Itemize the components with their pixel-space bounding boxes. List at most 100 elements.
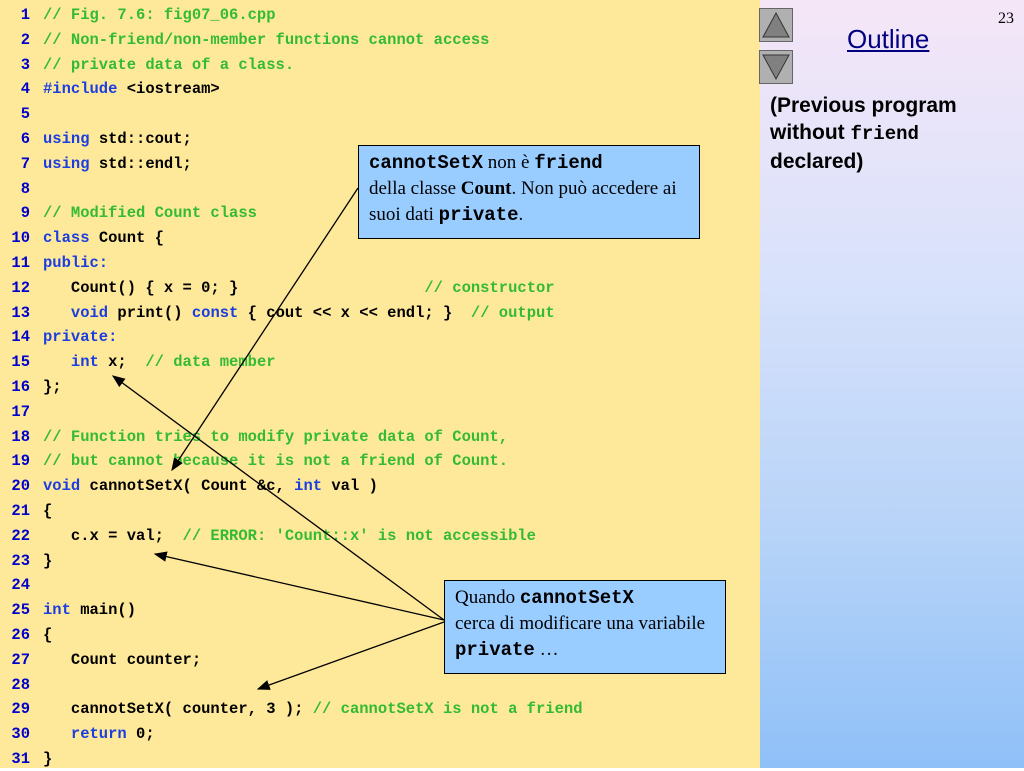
line-number: 4: [20, 80, 30, 99]
code-text: Count counter;: [43, 648, 201, 672]
code-token: {: [43, 502, 53, 520]
code-token: // constructor: [424, 278, 555, 297]
code-token: }: [43, 551, 53, 570]
line-number: 13: [11, 303, 30, 322]
line-number: 17: [11, 402, 30, 421]
line-number: 9: [20, 204, 30, 223]
callout-cannotsetx-not-friend: cannotSetX non è friend della classe Cou…: [358, 145, 700, 239]
code-text: int x; // data member: [43, 350, 276, 374]
code-text: cannotSetX( counter, 3 ); // cannotSetX …: [43, 697, 583, 721]
line-number: 15: [11, 353, 30, 372]
callout1-bold-count: Count: [460, 178, 512, 199]
code-token: cannotSetX( Count &c,: [80, 477, 295, 496]
code-token: // but cannot because it is not a friend…: [43, 452, 509, 471]
code-token: {: [43, 626, 53, 644]
callout2-text-2: cerca di modificare una variabile: [455, 613, 706, 634]
code-text: // Fig. 7.6: fig07_06.cpp: [43, 3, 276, 27]
triangle-down-icon: [762, 54, 790, 81]
previous-slide-button[interactable]: [759, 8, 793, 42]
line-number: 25: [11, 601, 30, 620]
line-number: 11: [11, 254, 30, 272]
code-token: class: [43, 229, 90, 248]
callout-cannotsetx-modify-private: Quando cannotSetX cerca di modificare un…: [444, 580, 726, 674]
callout1-code-cannotsetx: cannotSetX: [369, 152, 484, 174]
code-text: // Non-friend/non-member functions canno…: [43, 28, 489, 52]
next-slide-button[interactable]: [759, 50, 793, 84]
code-text: public:: [43, 251, 108, 275]
code-token: return: [70, 725, 127, 744]
code-token: <iostream>: [117, 80, 220, 99]
code-token: Count counter;: [43, 650, 202, 669]
code-text: Count() { x = 0; } // constructor: [43, 276, 555, 300]
callout1-text-2: della classe: [369, 178, 461, 199]
line-number: 6: [20, 130, 30, 148]
code-text: void cannotSetX( Count &c, int val ): [43, 474, 378, 498]
code-text: {: [43, 623, 52, 647]
code-text: using std::endl;: [43, 152, 192, 176]
callout2-code-private: private: [455, 639, 535, 661]
code-token: int: [70, 353, 99, 372]
code-token: { cout << x << endl; }: [238, 303, 471, 322]
code-text: #include <iostream>: [43, 77, 220, 101]
code-token: 0;: [126, 725, 155, 744]
line-number: 14: [11, 328, 30, 347]
callout2-text-3: …: [534, 639, 559, 660]
code-token: int: [294, 477, 323, 496]
code-token: };: [43, 378, 62, 396]
code-token: #include: [43, 80, 118, 99]
line-number: 26: [11, 626, 30, 644]
code-token: [43, 304, 71, 322]
code-text: }: [43, 549, 52, 573]
code-token: std::endl;: [89, 154, 192, 173]
code-text: using std::cout;: [43, 127, 192, 151]
line-number: 1: [20, 6, 30, 24]
line-number: 19: [11, 452, 30, 471]
code-token: using: [43, 130, 90, 148]
code-token: void: [43, 477, 81, 496]
code-token: // private data of a class.: [43, 55, 295, 74]
code-token: std::cout;: [89, 130, 192, 148]
code-text: void print() const { cout << x << endl; …: [43, 301, 555, 325]
code-token: }: [43, 750, 53, 768]
code-token: cannotSetX( counter, 3 );: [43, 700, 313, 719]
code-text: // private data of a class.: [43, 53, 294, 77]
outline-panel: [760, 0, 1024, 768]
slide-number: 23: [998, 10, 1014, 27]
line-number: 7: [20, 154, 30, 173]
callout1-text-1: non è: [483, 152, 535, 173]
code-token: Count() { x = 0; }: [43, 278, 425, 297]
line-number: 8: [20, 179, 30, 198]
code-token: const: [191, 303, 239, 322]
callout1-text-4: .: [518, 204, 524, 225]
code-token: // Non-friend/non-member functions canno…: [43, 30, 490, 49]
code-token: // output: [470, 303, 555, 322]
code-text: // Modified Count class: [43, 201, 257, 225]
code-token: void: [70, 303, 109, 322]
code-text: c.x = val; // ERROR: 'Count::x' is not a…: [43, 524, 536, 548]
code-text: int main(): [43, 598, 136, 622]
outline-link[interactable]: Outline: [847, 24, 930, 54]
line-number: 10: [11, 229, 30, 248]
code-token: Count {: [89, 229, 164, 248]
line-number: 5: [20, 105, 30, 124]
code-token: main(): [70, 601, 137, 620]
code-text: class Count {: [43, 226, 164, 250]
line-number: 12: [11, 278, 30, 297]
callout2-text-1: Quando: [455, 587, 520, 608]
code-text: // Function tries to modify private data…: [43, 425, 508, 449]
code-token: // Modified Count class: [43, 204, 257, 223]
code-token: x;: [98, 353, 146, 372]
callout2-code-cannotsetx: cannotSetX: [519, 587, 634, 609]
line-number: 2: [20, 30, 30, 49]
code-token: // ERROR: 'Count::x' is not accessible: [182, 526, 536, 545]
code-text: }: [43, 747, 52, 771]
triangle-up-icon: [762, 11, 790, 38]
line-number: 31: [11, 750, 30, 768]
code-token: // cannotSetX is not a friend: [312, 700, 583, 719]
code-token: // data member: [145, 353, 276, 372]
callout1-text-3: . Non può accedere ai suoi dati: [369, 178, 677, 225]
code-token: val ): [322, 477, 378, 496]
code-token: using: [43, 154, 90, 173]
line-number: 18: [11, 427, 30, 446]
line-number: 28: [11, 675, 30, 694]
